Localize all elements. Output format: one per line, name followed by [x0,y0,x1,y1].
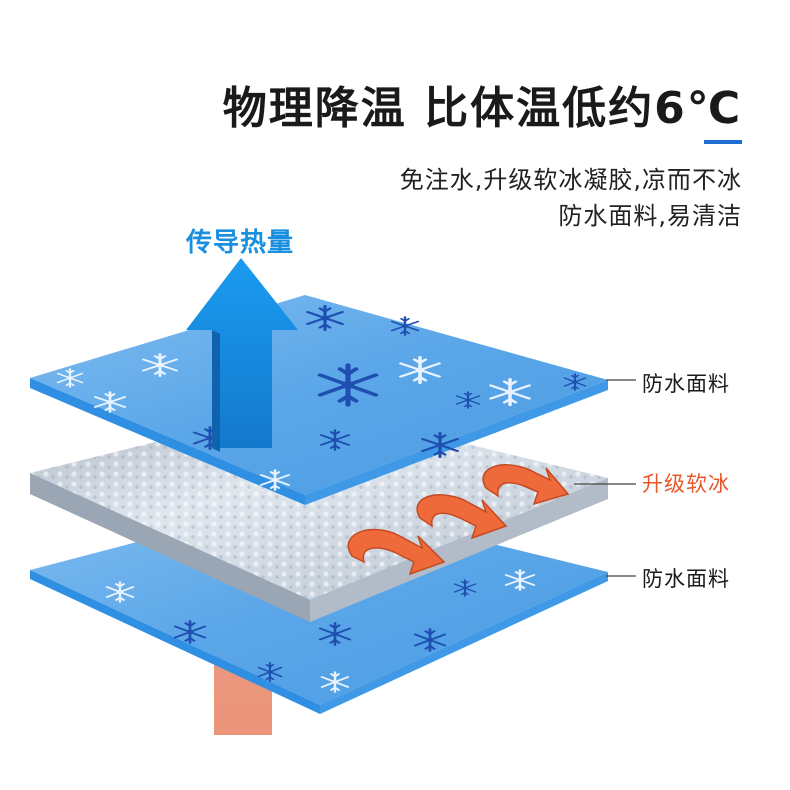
subtitle-line-1: 免注水,升级软冰凝胶,凉而不冰 [399,166,742,194]
arrow-label: 传导热量 [186,228,295,258]
curved-heat-arrow-icon [347,528,446,576]
accent-line [704,140,742,144]
up-arrow-icon [186,258,298,452]
middle-layer-label: 升级软冰 [642,472,730,496]
subtitle-line-2: 防水面料,易清洁 [558,202,742,230]
curved-heat-arrow-icon [416,494,508,540]
curved-heat-arrow-icon [482,464,570,506]
top-fabric-layer [30,295,608,505]
top-layer-label: 防水面料 [642,372,730,396]
bottom-layer-label: 防水面料 [642,567,730,591]
middle-gel-layer [30,405,608,622]
headline: 物理降温 比体温低约6℃ [222,83,742,134]
